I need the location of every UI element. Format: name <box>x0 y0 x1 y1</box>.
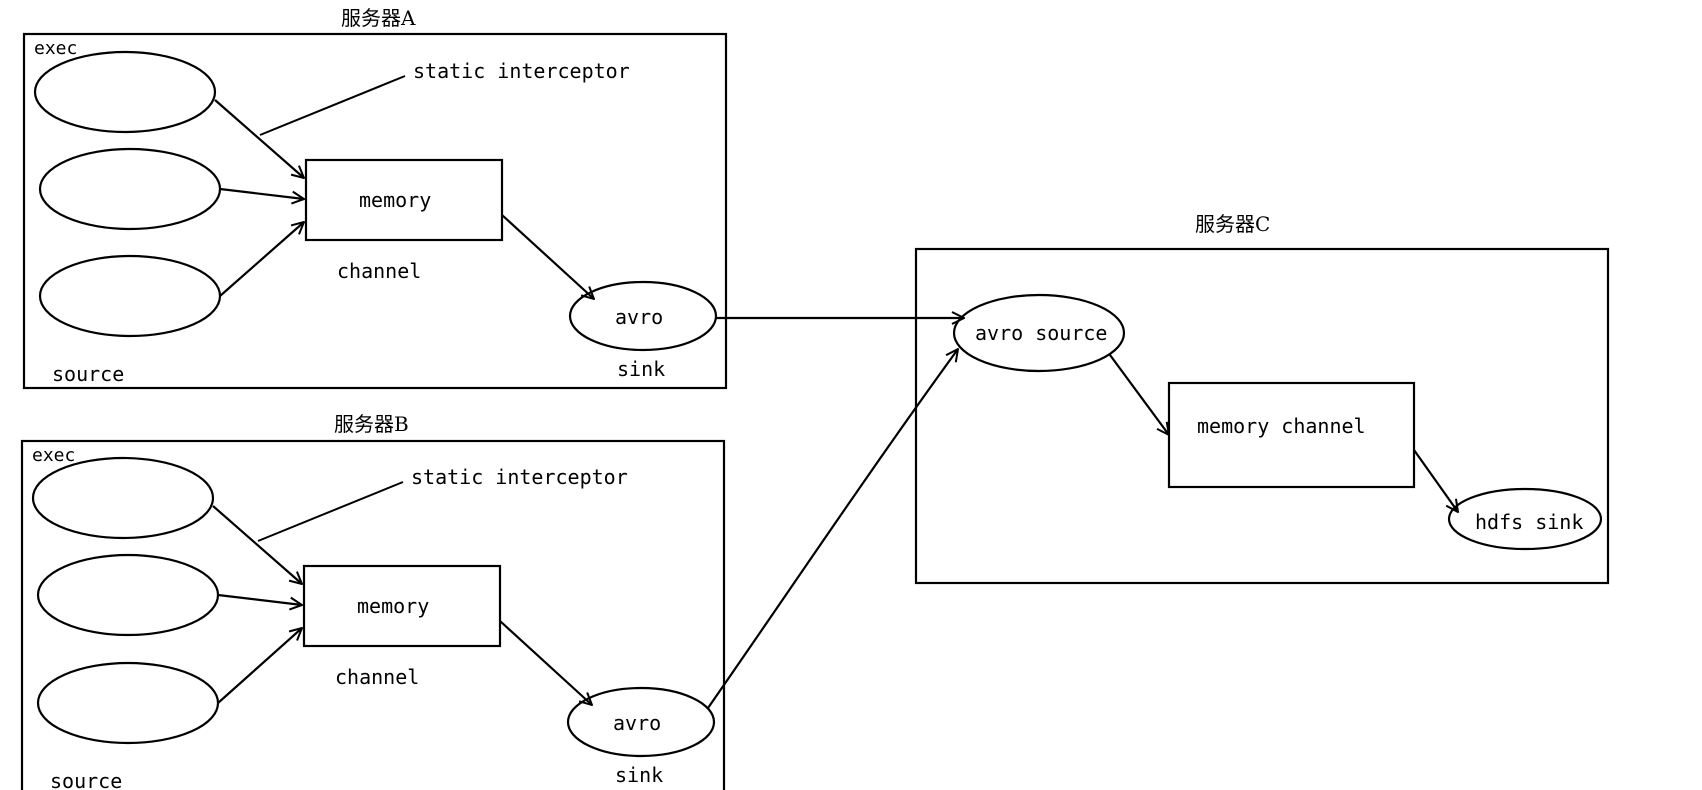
server-b-edge-channel-sink <box>499 620 592 705</box>
server-b-avro-sink <box>566 686 716 758</box>
server-b-channel-caption: channel <box>335 665 419 689</box>
server-b-edge-source1-channel <box>212 505 302 584</box>
server-a-source-3 <box>38 254 222 338</box>
server-a-edge-source3-channel <box>219 222 304 297</box>
server-b-source-3 <box>36 661 220 745</box>
server-b-exec-label: exec <box>32 445 75 466</box>
server-b-interceptor-label: static interceptor <box>411 465 628 489</box>
server-a-sink-caption: sink <box>617 357 665 381</box>
server-c-title: 服务器C <box>1195 212 1270 236</box>
server-a-title: 服务器A <box>341 6 416 30</box>
link-server-b-sink-to-server-c-source <box>707 349 958 709</box>
server-c-source-label: avro source <box>975 321 1107 345</box>
server-b-box <box>20 439 726 790</box>
server-b-source-caption: source <box>50 769 122 790</box>
server-b-edge-source2-channel <box>217 593 302 605</box>
server-a-channel-caption: channel <box>337 259 421 283</box>
server-b-edge-source3-channel <box>217 628 302 704</box>
server-c-hdfs-sink <box>1447 487 1603 551</box>
server-a-edge-channel-sink <box>501 214 594 299</box>
server-b-sink-label: avro <box>613 711 661 735</box>
server-c-avro-source <box>952 293 1126 373</box>
server-c-box <box>914 247 1610 585</box>
server-b-title: 服务器B <box>334 412 409 436</box>
server-a-source-caption: source <box>52 362 124 386</box>
server-a-edge-source1-channel <box>214 99 304 178</box>
server-a-avro-sink <box>568 280 718 352</box>
server-a-source-2 <box>38 147 222 231</box>
server-b-channel-label: memory <box>357 594 429 618</box>
server-c-sink-label: hdfs sink <box>1475 510 1583 534</box>
server-b-sink-caption: sink <box>615 763 663 787</box>
server-a-source-1 <box>33 50 217 134</box>
server-a-exec-label: exec <box>34 38 77 59</box>
server-b-interceptor-leader <box>257 481 404 542</box>
server-b-source-1 <box>31 456 215 540</box>
server-a-edge-source2-channel <box>219 187 304 199</box>
server-a-interceptor-leader <box>259 75 406 136</box>
server-a-interceptor-label: static interceptor <box>413 59 630 83</box>
server-c-edge-channel-sink <box>1413 449 1458 512</box>
server-a-memory-channel <box>304 158 504 242</box>
server-a-sink-label: avro <box>615 305 663 329</box>
server-c-channel-label: memory channel <box>1197 414 1366 438</box>
server-b-memory-channel <box>302 564 502 648</box>
server-c: 服务器C avro source memory channel hdfs sin… <box>914 212 1610 585</box>
server-a-channel-label: memory <box>359 188 431 212</box>
server-b-source-2 <box>36 553 220 637</box>
server-a: 服务器A exec source static interceptor memo… <box>22 6 728 390</box>
server-a-box <box>22 32 728 390</box>
server-c-edge-source-channel <box>1109 354 1169 435</box>
server-b: 服务器B exec source static interceptor memo… <box>20 412 726 790</box>
